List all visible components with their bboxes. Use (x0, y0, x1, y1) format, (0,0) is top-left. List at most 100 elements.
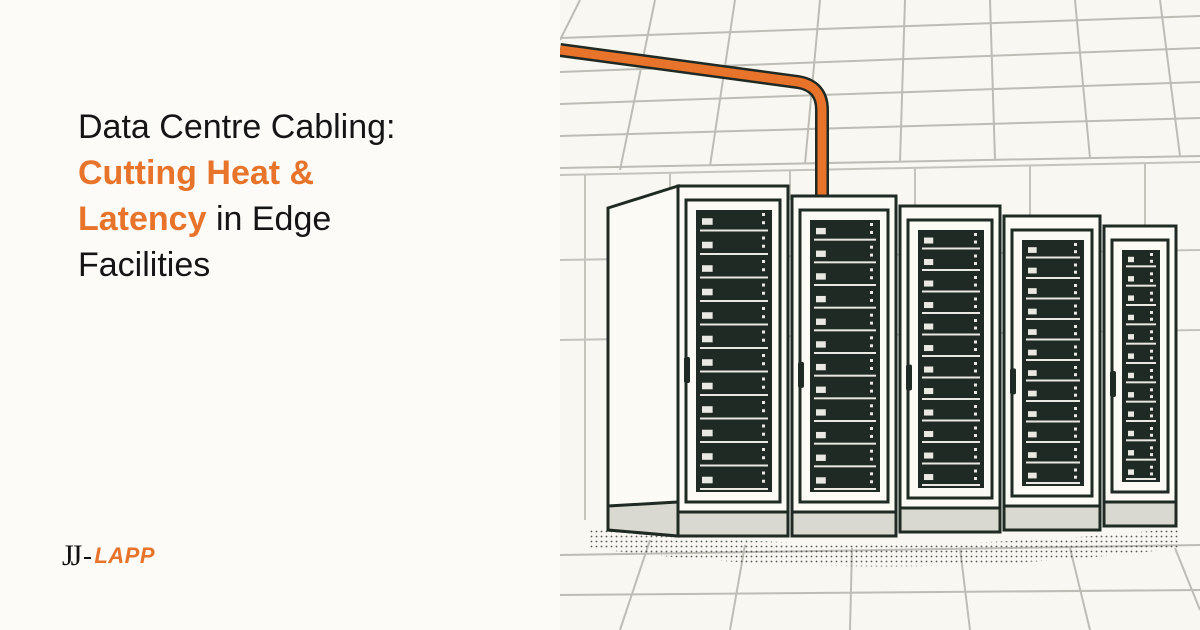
server-unit-line (1026, 297, 1080, 300)
server-unit-dot (1074, 304, 1077, 308)
server-unit-dot (1150, 395, 1153, 399)
server-unit-dot (762, 456, 765, 460)
server-racks-illustration (560, 0, 1200, 630)
server-unit-line (814, 420, 876, 422)
server-unit-dot (974, 340, 977, 344)
server-unit-line (1026, 441, 1080, 443)
server-unit-dot (974, 405, 977, 408)
server-unit-line (700, 441, 768, 443)
floor-shadow (590, 528, 1180, 567)
rack-side-panel (606, 183, 680, 538)
title-accent-word: Latency (78, 200, 207, 238)
server-unit-led (1128, 295, 1134, 301)
server-unit-dot (1150, 259, 1153, 263)
server-unit-dot (762, 283, 765, 287)
server-unit-led (924, 302, 934, 309)
server-unit-line (1126, 439, 1156, 442)
server-unit-line (1026, 359, 1080, 361)
server-unit-dot (1150, 291, 1153, 295)
server-unit-dot (974, 283, 977, 287)
server-unit-dot (762, 213, 765, 216)
server-unit-led (1128, 314, 1134, 321)
server-unit-line (1026, 318, 1080, 320)
server-unit-dot (1074, 263, 1077, 267)
server-unit-dot (974, 455, 977, 459)
server-unit-dot (1074, 427, 1077, 431)
title-line-2: Cutting Heat & (78, 154, 315, 192)
rack-side-base (606, 500, 680, 538)
server-unit-dot (974, 254, 977, 258)
server-unit-dot (974, 262, 977, 266)
server-unit-line (1126, 400, 1156, 403)
server-rack (898, 204, 1002, 534)
server-unit-dot (974, 326, 977, 330)
server-unit-dot (870, 472, 873, 476)
server-unit-led (816, 409, 826, 416)
server-unit-led (1028, 431, 1037, 438)
rack-window (696, 210, 772, 492)
server-unit-line (1126, 381, 1156, 384)
server-unit-led (1128, 256, 1134, 263)
server-unit-dot (1074, 434, 1077, 438)
server-unit-dot (870, 427, 873, 430)
server-unit-led (702, 359, 713, 366)
server-unit-led (1128, 392, 1134, 398)
server-unit-dot (762, 260, 765, 263)
server-unit-led (924, 323, 934, 330)
server-unit-dot (870, 344, 873, 348)
server-unit-dot (974, 426, 977, 430)
server-unit-dot (1150, 369, 1153, 372)
server-unit-led (702, 241, 713, 249)
server-unit-line (922, 312, 980, 314)
server-unit-led (924, 452, 934, 459)
server-room-svg (560, 0, 1200, 630)
server-unit-dot (870, 298, 873, 302)
title-line-4: Facilities (78, 246, 211, 284)
server-unit-led (816, 318, 826, 325)
server-unit-dot (870, 230, 873, 234)
server-unit-dot (1150, 414, 1153, 418)
server-unit-dot (974, 233, 977, 236)
server-unit-dot (762, 479, 765, 483)
server-unit-dot (974, 348, 977, 352)
server-unit-line (1126, 458, 1156, 461)
server-unit-led (816, 273, 826, 280)
server-unit-led (924, 409, 934, 416)
server-unit-led (1028, 411, 1037, 417)
rack-handle (906, 364, 912, 391)
server-unit-dot (1150, 298, 1153, 302)
server-unit-dot (870, 366, 873, 370)
server-unit-led (702, 406, 713, 413)
server-unit-dot (974, 305, 977, 309)
server-unit-led (924, 345, 934, 352)
rack-window (1022, 240, 1084, 486)
server-unit-dot (1150, 337, 1153, 341)
text-panel: Data Centre Cabling: Cutting Heat & Late… (0, 0, 560, 630)
server-unit-line (700, 488, 768, 490)
server-unit-dot (1150, 356, 1153, 360)
server-unit-dot (1074, 352, 1077, 356)
server-unit-led (924, 280, 934, 287)
server-unit-dot (1074, 373, 1077, 377)
server-unit-led (924, 388, 934, 395)
rack-base (676, 510, 790, 538)
rack-handle (1010, 368, 1016, 395)
server-unit-dot (1150, 349, 1153, 353)
server-unit-led (816, 341, 826, 348)
server-unit-led (1128, 353, 1134, 359)
server-unit-dot (974, 477, 977, 481)
server-unit-dot (762, 409, 765, 413)
server-unit-dot (870, 457, 873, 461)
server-unit-led (924, 259, 934, 266)
server-unit-line (1126, 304, 1156, 306)
rack-window (810, 220, 880, 492)
server-unit-led (816, 250, 826, 257)
server-unit-dot (870, 276, 873, 280)
server-unit-led (1128, 276, 1134, 282)
server-unit-led (702, 335, 713, 343)
server-unit-line (700, 417, 768, 420)
server-unit-dot (870, 434, 873, 438)
server-unit-dot (870, 412, 873, 416)
server-unit-line (922, 398, 980, 400)
server-unit-dot (974, 391, 977, 395)
